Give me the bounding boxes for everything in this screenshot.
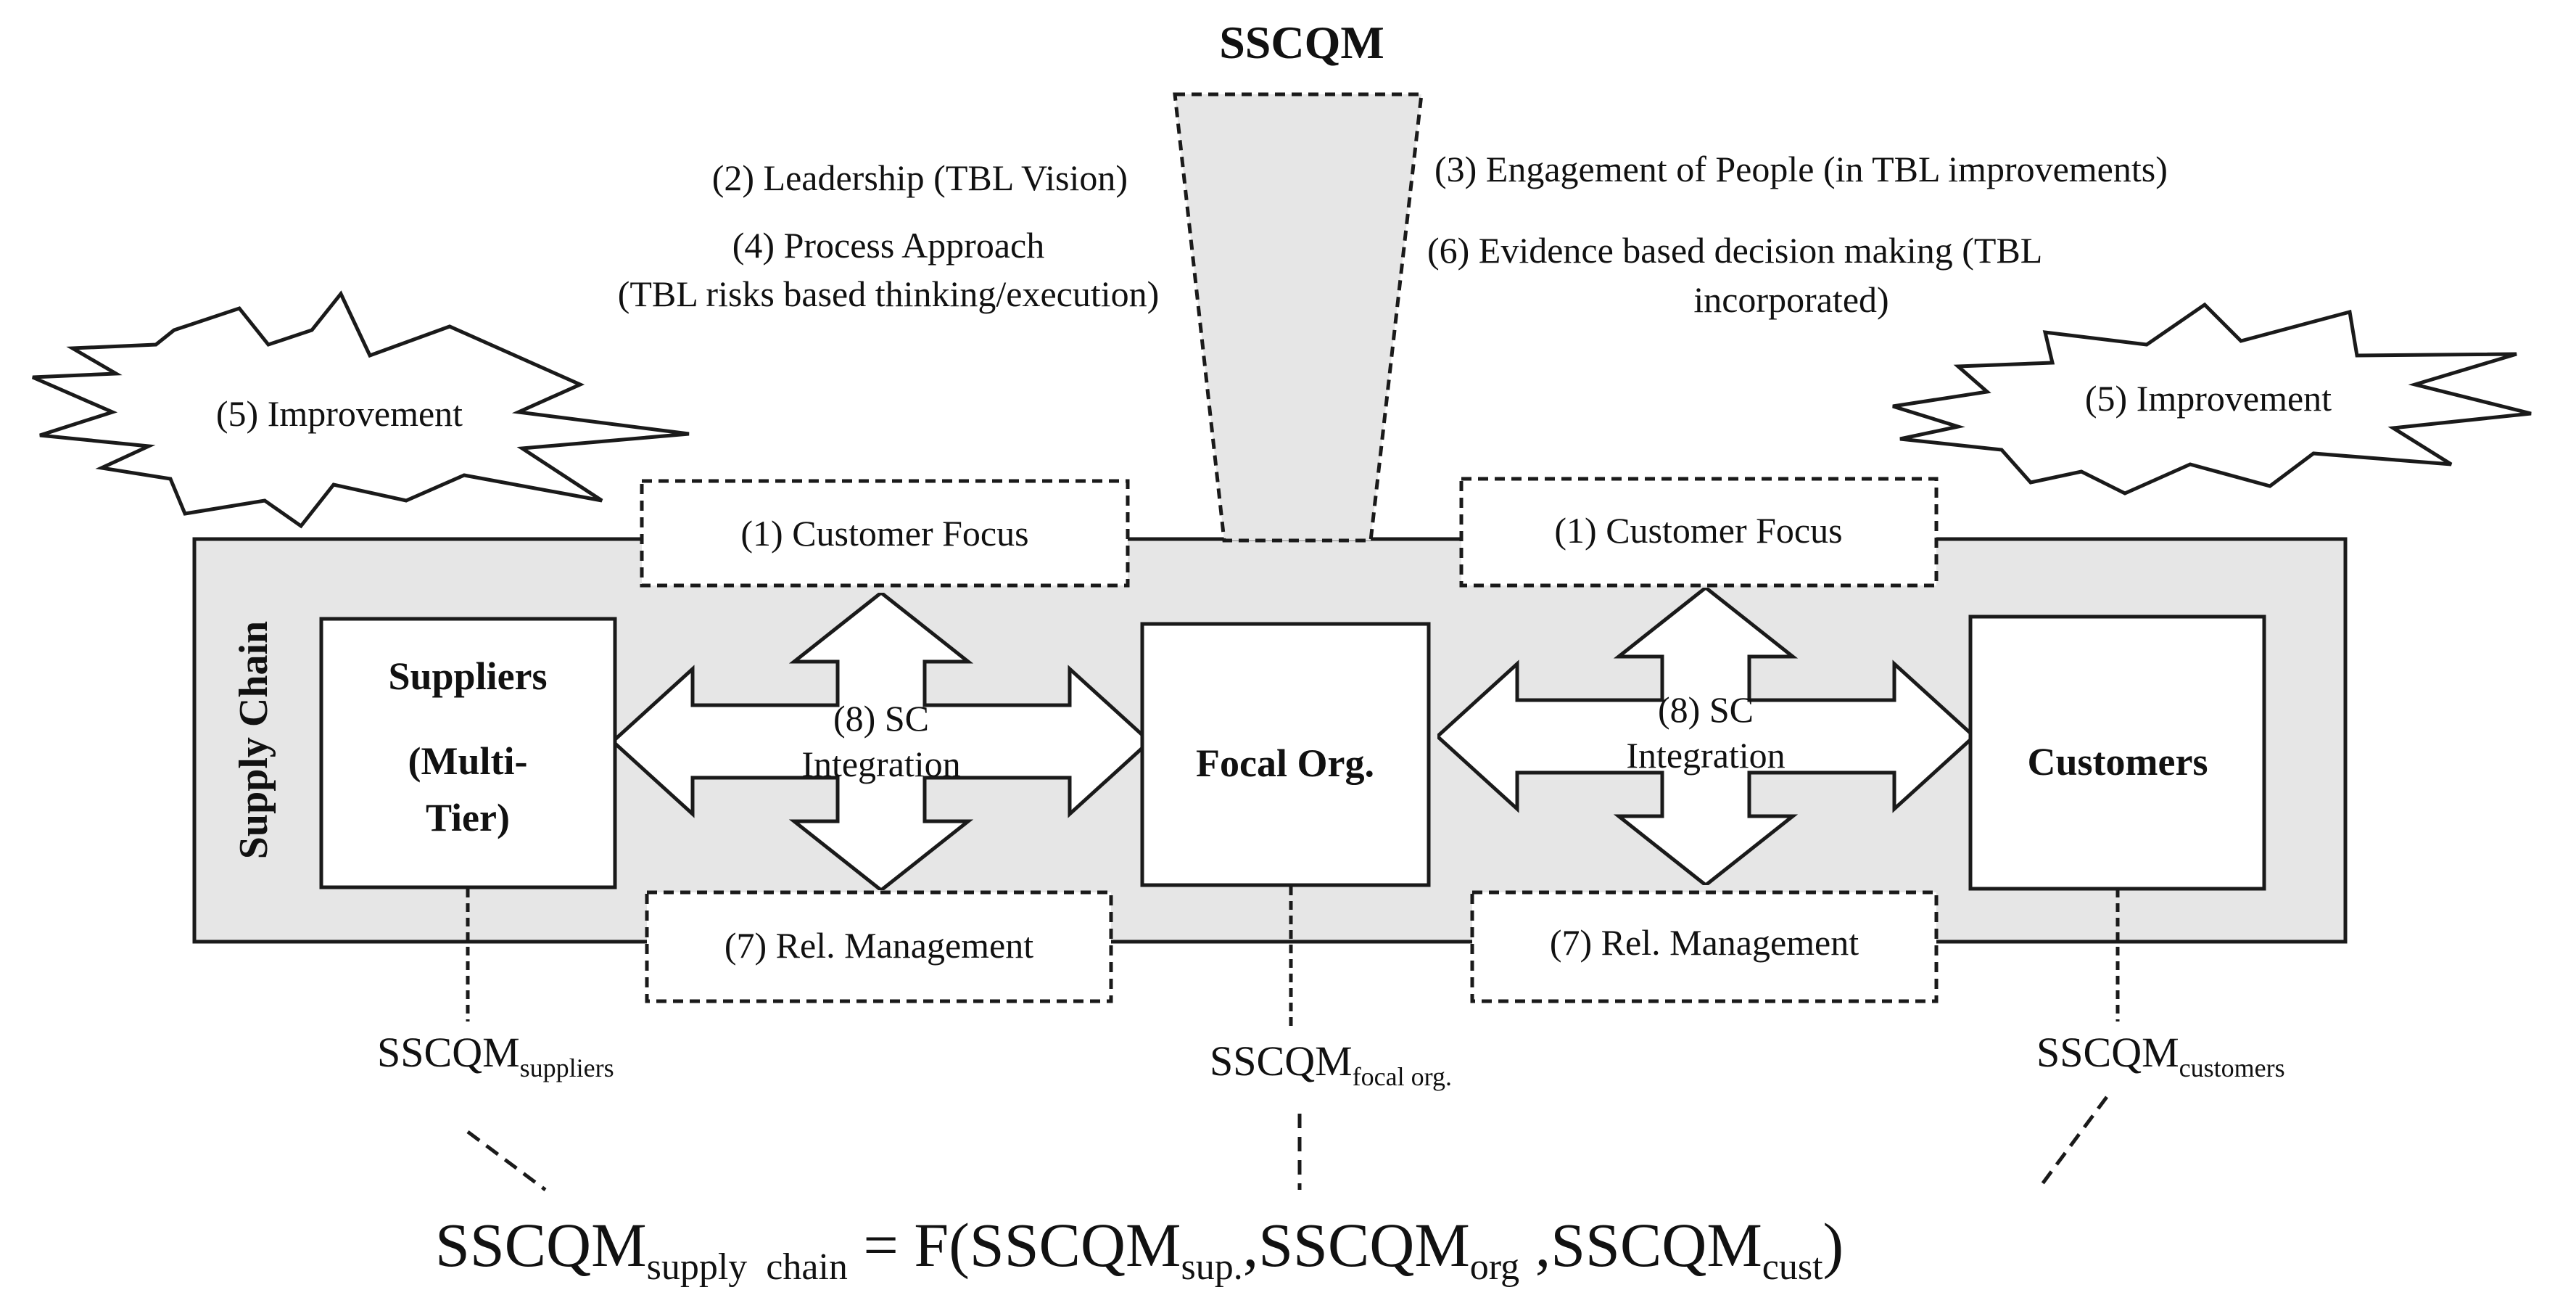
principle-evidence-line2: incorporated) xyxy=(1693,279,1888,320)
sscqm-funnel xyxy=(1173,92,1424,543)
sscqm-title: SSCQM xyxy=(1219,17,1384,68)
principle-evidence-line1: (6) Evidence based decision making (TBL xyxy=(1427,230,2042,271)
suppliers-label-line1: Suppliers xyxy=(388,654,547,698)
sscqm-focal-measure: SSCQMfocal org. xyxy=(1210,1037,1452,1091)
customers-label: Customers xyxy=(2028,740,2208,784)
focal-org-label: Focal Org. xyxy=(1196,741,1374,785)
improvement-right-label: (5) Improvement xyxy=(2085,378,2332,419)
principle-engagement: (3) Engagement of People (in TBL improve… xyxy=(1434,149,2168,189)
rel-management-right-label: (7) Rel. Management xyxy=(1550,922,1859,963)
sc-integration-right-line2: Integration xyxy=(1626,735,1785,776)
improvement-star-right xyxy=(1892,302,2532,496)
customers-box xyxy=(1968,614,2266,891)
sc-integration-right-line1: (8) SC xyxy=(1658,689,1754,730)
customer-focus-box-right xyxy=(1459,477,1939,588)
sc-integration-left-line2: Integration xyxy=(801,744,960,784)
focal-org-box xyxy=(1140,622,1431,887)
improvement-star-left xyxy=(32,290,690,529)
customer-focus-box-left xyxy=(640,479,1130,588)
customer-focus-right-label: (1) Customer Focus xyxy=(1554,510,1842,551)
sscqm-suppliers-measure: SSCQMsuppliers xyxy=(377,1029,614,1082)
sscqm-customers-measure: SSCQMcustomers xyxy=(2036,1029,2285,1082)
principle-process-line2: (TBL risks based thinking/execution) xyxy=(618,274,1160,314)
customers-formula-connector xyxy=(2036,1096,2109,1191)
principle-process-line1: (4) Process Approach xyxy=(732,225,1044,266)
rel-management-box-right xyxy=(1470,890,1939,1003)
suppliers-box xyxy=(319,617,617,889)
sc-integration-left-line1: (8) SC xyxy=(833,698,929,739)
principle-leadership: (2) Leadership (TBL Vision) xyxy=(712,157,1128,198)
suppliers-formula-connector xyxy=(466,1130,547,1192)
customer-focus-left-label: (1) Customer Focus xyxy=(740,513,1028,554)
supply-chain-label: Supply Chain xyxy=(231,621,276,859)
improvement-left-label: (5) Improvement xyxy=(216,393,463,434)
suppliers-label-line2: (Multi- xyxy=(408,739,528,783)
suppliers-label-line3: Tier) xyxy=(426,796,510,839)
rel-management-left-label: (7) Rel. Management xyxy=(724,925,1033,966)
rel-management-box-left xyxy=(645,890,1113,1003)
sscqm-formula: SSCQMsupply chain = F(SSCQMsup.,SSCQMorg… xyxy=(435,1210,1844,1288)
